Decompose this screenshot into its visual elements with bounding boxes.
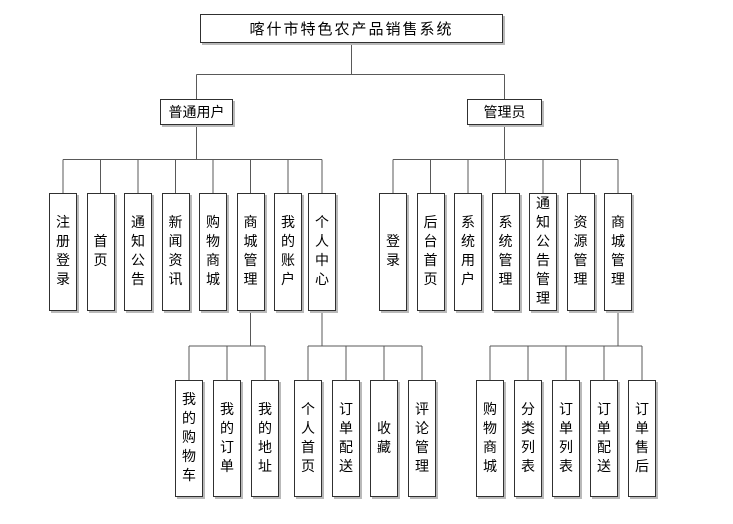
node-mall-management-admin-label: 商城管理 [611, 216, 625, 288]
node-branch-admin: 管理员 [467, 99, 542, 125]
node-order-delivery-user: 订单配送 [332, 380, 360, 497]
node-my-address: 我的地址 [251, 380, 279, 497]
node-order-delivery-user-label: 订单配送 [339, 402, 353, 475]
node-personal-center: 个人中心 [308, 193, 336, 311]
node-category-list: 分类列表 [514, 380, 542, 497]
connector-user-to-children [62, 125, 323, 193]
connector-admin-to-children [392, 125, 619, 193]
node-order-list: 订单列表 [552, 380, 580, 497]
node-branch-normal-user: 普通用户 [160, 99, 233, 125]
node-system-management-label: 系统管理 [498, 216, 513, 288]
node-mall-management-admin: 商城管理 [604, 193, 632, 311]
node-favorites: 收藏 [370, 380, 398, 497]
node-resource-management: 资源管理 [566, 193, 595, 311]
node-notice-management-label: 通知公告管理 [536, 197, 550, 307]
node-order-aftersale: 订单售后 [628, 380, 656, 497]
node-shopping-mall-user: 购物商城 [199, 193, 227, 311]
node-notice-management: 通知公告管理 [529, 193, 557, 311]
node-home: 首页 [86, 193, 115, 311]
node-favorites-label: 收藏 [377, 421, 391, 456]
node-my-address-label: 我的地址 [258, 402, 272, 475]
node-register-login-label: 注册登录 [56, 216, 70, 288]
node-my-cart: 我的购物车 [175, 380, 203, 497]
node-resource-management-label: 资源管理 [573, 216, 588, 288]
node-mall-management-user-label: 商城管理 [243, 216, 258, 288]
connector-personal-center-to-children [307, 311, 423, 380]
node-personal-home: 个人首页 [294, 380, 322, 497]
node-order-delivery-admin: 订单配送 [590, 380, 618, 497]
node-system-management: 系统管理 [491, 193, 520, 311]
node-branch-normal-user-label: 普通用户 [168, 106, 225, 121]
node-personal-center-label: 个人中心 [315, 216, 329, 288]
node-my-account-label: 我的账户 [281, 216, 295, 288]
node-my-orders-label: 我的订单 [220, 402, 234, 475]
connector-admin-mall-to-children [489, 311, 643, 380]
node-my-cart-label: 我的购物车 [182, 393, 196, 484]
node-order-aftersale-label: 订单售后 [635, 402, 649, 475]
node-root: 喀什市特色农产品销售系统 [200, 14, 503, 43]
node-branch-admin-label: 管理员 [483, 106, 526, 121]
connector-root-to-branches [196, 43, 505, 99]
node-comment-management-label: 评论管理 [415, 402, 429, 475]
node-system-users: 系统用户 [454, 193, 482, 311]
node-register-login: 注册登录 [49, 193, 77, 311]
node-personal-home-label: 个人首页 [301, 402, 315, 475]
node-root-label: 喀什市特色农产品销售系统 [249, 22, 454, 38]
node-home-label: 首页 [93, 235, 108, 269]
node-notice: 通知公告 [124, 193, 152, 311]
node-comment-management: 评论管理 [408, 380, 436, 497]
node-my-account: 我的账户 [274, 193, 302, 311]
node-category-list-label: 分类列表 [521, 402, 535, 475]
node-login-label: 登录 [386, 235, 400, 269]
node-shopping-mall-admin: 购物商城 [476, 380, 504, 497]
node-backend-home: 后台首页 [416, 193, 445, 311]
node-news-label: 新闻资讯 [168, 216, 183, 288]
node-news: 新闻资讯 [161, 193, 190, 311]
connector-user-mall-to-children [188, 311, 266, 380]
node-shopping-mall-admin-label: 购物商城 [483, 402, 497, 475]
node-shopping-mall-user-label: 购物商城 [206, 216, 220, 288]
node-mall-management-user: 商城管理 [236, 193, 265, 311]
node-backend-home-label: 后台首页 [423, 216, 438, 288]
node-my-orders: 我的订单 [213, 380, 241, 497]
node-login: 登录 [379, 193, 407, 311]
node-system-users-label: 系统用户 [461, 216, 475, 288]
node-order-delivery-admin-label: 订单配送 [597, 402, 611, 475]
node-order-list-label: 订单列表 [559, 402, 573, 475]
node-notice-label: 通知公告 [131, 216, 145, 288]
